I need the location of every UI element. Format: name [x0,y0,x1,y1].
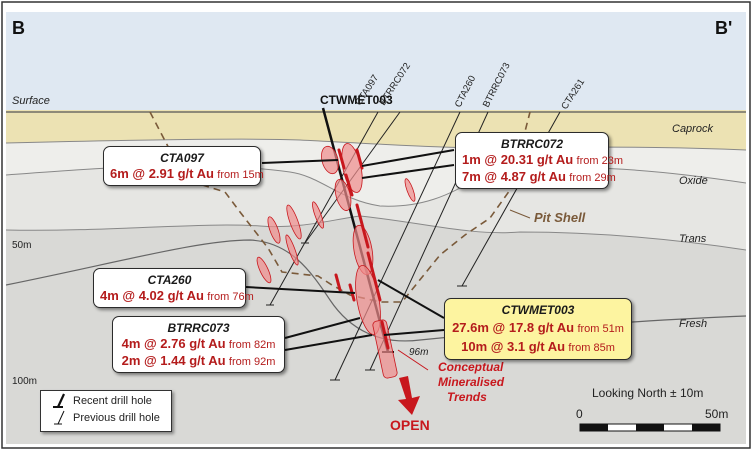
intercept-line: 27.6m @ 17.8 g/t Au from 51m [452,320,624,335]
legend: Recent drill hole Previous drill hole [40,390,172,432]
surface-label: Surface [12,95,50,107]
open-label: OPEN [390,417,430,433]
section-end-label: B' [715,18,732,38]
intercept-line: 2m @ 1.44 g/t Au from 92m [121,353,276,368]
sky [6,12,746,112]
callout-title: CTA260 [147,273,192,287]
scale-min-label: 0 [576,407,583,421]
legend-previous-label: Previous drill hole [73,412,160,424]
conceptual-label-2: Mineralised [438,375,505,389]
open-arrow-icon [398,376,420,415]
callout-title: BTRRC072 [500,137,563,151]
intercept-line: 4m @ 2.76 g/t Au from 82m [121,336,276,351]
looking-north-label: Looking North ± 10m [592,386,703,400]
legend-recent-label: Recent drill hole [73,395,152,407]
intercept-line: 4m @ 4.02 g/t Au from 76m [100,288,254,303]
intercept-line: 10m @ 3.1 g/t Au from 85m [461,339,615,354]
depth-100m-label: 100m [12,376,37,387]
oxide-label: Oxide [679,175,708,187]
callout-btrrc072: BTRRC072 1m @ 20.31 g/t Au from 23m 7m @… [455,132,623,189]
callout-leaders [245,149,455,351]
pit-shell-line [149,111,531,303]
intercept-marks [334,148,390,350]
caprock-label: Caprock [672,123,713,135]
callout-btrrc073: BTRRC073 4m @ 2.76 g/t Au from 82m 2m @ … [112,316,285,373]
intercept-line: 6m @ 2.91 g/t Au from 15m [110,166,264,181]
intercept-line: 1m @ 20.31 g/t Au from 23m [462,152,623,167]
fresh-label: Fresh [679,318,707,330]
callout-title: CTWMET003 [501,303,575,317]
depth-96m-label: 96m [409,347,428,358]
callout-title: BTRRC073 [167,321,230,335]
intercept-line: 7m @ 4.87 g/t Au from 29m [462,169,616,184]
drillhole-cta097 [269,111,379,306]
callout-cta097: CTA097 6m @ 2.91 g/t Au from 15m [103,146,264,186]
conceptual-label-3: Trends [447,390,487,404]
depth-50m-label: 50m [12,240,31,251]
scale-max-label: 50m [705,407,728,421]
scale-bar [579,423,721,432]
callout-ctwmet003: CTWMET003 27.6m @ 17.8 g/t Au from 51m 1… [444,298,632,360]
pit-shell-label: Pit Shell [534,210,586,225]
drillhole-cta260 [334,111,461,381]
callout-title: CTA097 [160,151,204,165]
section-start-label: B [12,18,25,38]
conceptual-label-1: Conceptual [438,360,504,374]
hole-label-ctwmet003: CTWMET003 [320,93,393,107]
callout-cta260: CTA260 4m @ 4.02 g/t Au from 76m [93,268,254,308]
trans-label: Trans [679,233,707,245]
caprock-base [6,138,746,151]
